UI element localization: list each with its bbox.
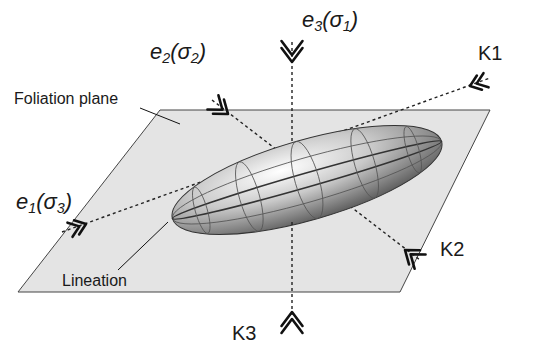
axis-lines-front [291,222,292,318]
ellipsoid [161,103,452,257]
susceptibility-axis-label: K3 [232,322,256,344]
stress-axis-label: e1(σ3) [16,190,72,216]
chevron-head [207,95,222,109]
lineation-label: Lineation [62,272,127,290]
chevron-head [477,73,489,87]
leader-line [140,108,180,124]
axis-segment [291,222,292,318]
stress-axis-label: e3(σ1) [302,8,358,34]
chevron-head [282,319,303,333]
susceptibility-axis-label: K1 [478,42,502,64]
plane-label: Foliation plane [14,90,118,108]
susceptibility-axis-label: K2 [440,238,464,260]
chevron-head [411,254,426,268]
chevron-head [282,41,303,55]
leader-line [118,222,168,270]
stress-axis-label: e2(σ2) [150,40,206,66]
axis-lines [62,42,490,260]
stress-arrowheads [67,41,488,333]
chevron-head [67,223,79,237]
